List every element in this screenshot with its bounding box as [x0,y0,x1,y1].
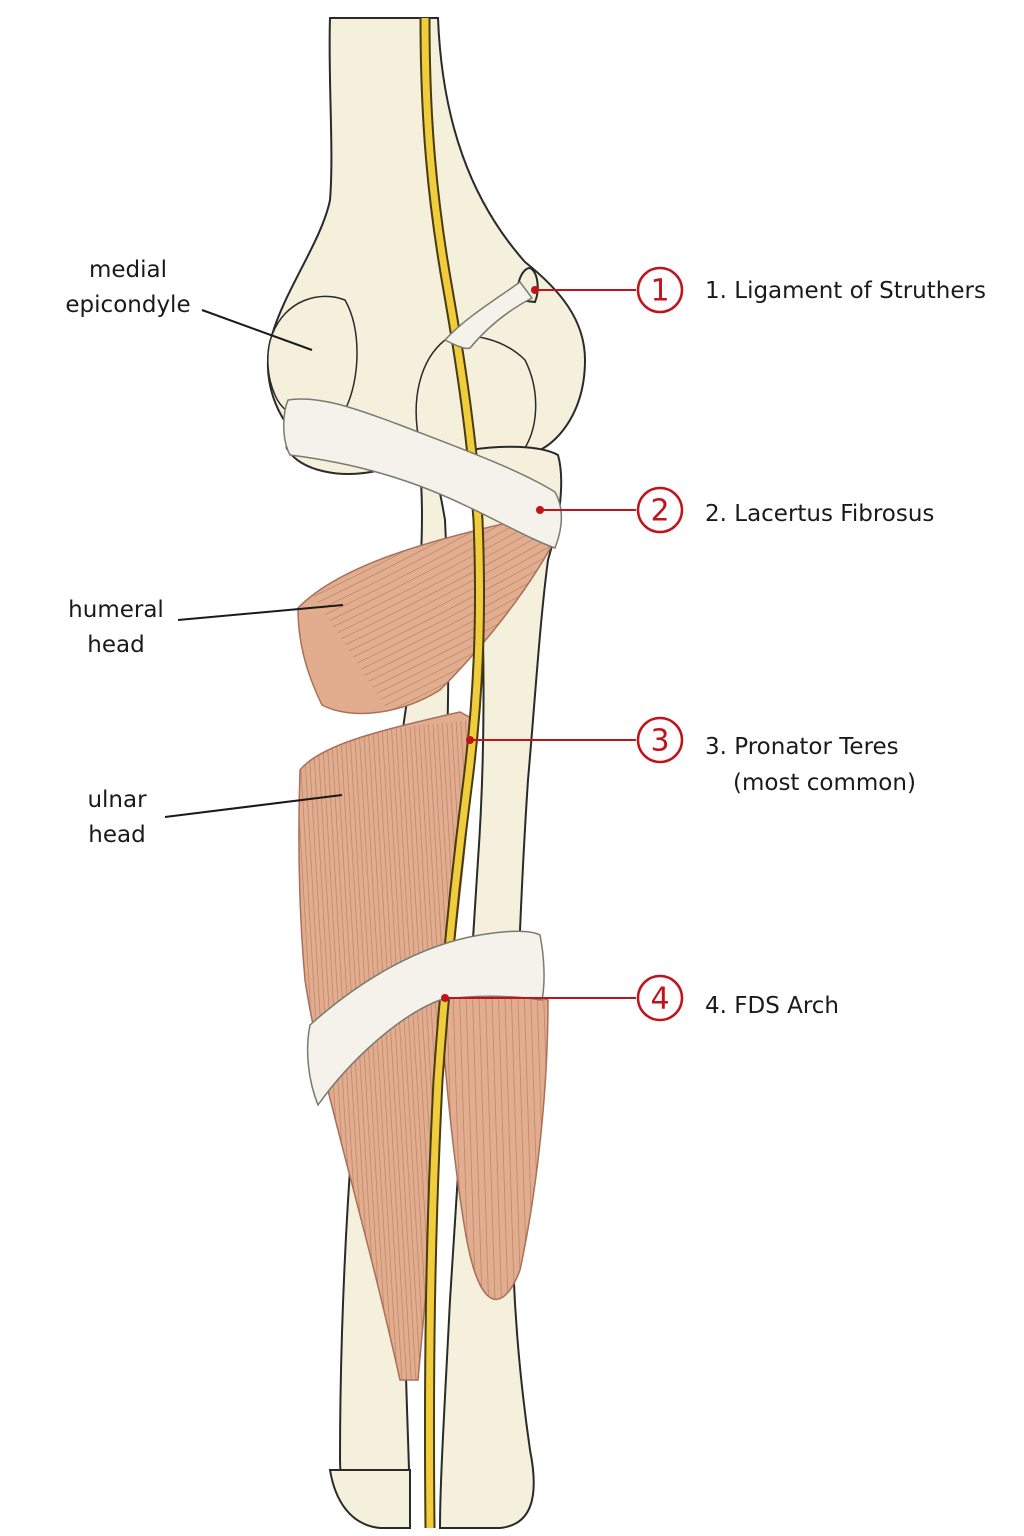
muscle-fiber [329,520,560,621]
humerus [266,17,587,466]
muscle-fiber [364,524,560,676]
ulna-head [328,1469,411,1529]
label-medial-epicondyle-line1: medial [89,257,167,283]
site-4: 4 4. FDS Arch [441,974,839,1022]
site-4-name: 4. FDS Arch [705,993,839,1019]
label-humeral-head: humeral head [68,597,344,658]
muscle-fiber [333,520,560,628]
site-3-dot [466,736,474,744]
site-4-number: 4 [650,982,669,1017]
muscle-fiber [344,520,560,646]
site-3-marker [636,716,684,764]
muscle-fiber [381,729,423,1380]
site-1-marker [636,266,684,314]
muscle-fiber [465,989,477,1300]
site-3-note: (most common) [733,770,916,796]
muscle-fiber [484,989,496,1300]
site-1-number: 1 [650,274,669,309]
site-3: 3 3. Pronator Teres (most common) [466,716,916,796]
site-2-name: 2. Lacertus Fibrosus [705,501,934,527]
label-ulnar-head: ulnar head [87,787,343,848]
muscle-fiber [356,520,560,664]
site-1-dot [531,286,539,294]
site-2-number: 2 [650,494,669,529]
site-3-name: 3. Pronator Teres [705,734,899,760]
muscle-fiber [504,989,516,1300]
muscle-fiber [478,989,490,1300]
leader-medial-epicondyle [201,309,313,351]
label-medial-epicondyle: medial epicondyle [65,257,313,351]
muscle-fiber [543,989,548,1300]
median-nerve [419,17,486,1529]
ulna [285,438,450,1529]
site-1-name: 1. Ligament of Struthers [705,278,986,304]
muscle-fiber [491,989,503,1300]
muscle-fiber [386,729,428,1380]
ligament-of-struthers [443,280,534,350]
muscle-fiber [360,520,560,670]
muscle-fiber [497,989,509,1300]
site-2: 2 2. Lacertus Fibrosus [536,486,934,534]
muscle-fiber [348,520,560,652]
leader-humeral-head [177,604,344,621]
site-2-marker [636,486,684,534]
fds-arch [306,930,545,1107]
label-ulnar-head-line2: head [88,822,145,848]
label-humeral-head-line1: humeral [68,597,164,623]
label-humeral-head-line2: head [87,632,144,658]
site-3-number: 3 [650,724,669,759]
muscle-fiber [352,520,560,658]
medial-epicondyle-bone [267,295,358,422]
muscle-fiber [377,730,419,1380]
leader-ulnar-head [164,794,343,818]
muscle-fiber [321,520,560,609]
site-4-marker [636,974,684,1022]
label-medial-epicondyle-line2: epicondyle [65,292,190,318]
muscle-fiber [510,989,522,1300]
site-4-dot [441,994,449,1002]
label-ulnar-head-line1: ulnar [87,787,147,813]
muscle-fiber [471,989,483,1300]
muscle-fiber [368,731,409,1380]
muscle-fiber [372,730,414,1380]
muscle-fiber [354,732,396,1380]
muscle-fiber [368,530,560,682]
lacertus-fibrosus [283,398,563,549]
site-2-dot [536,506,544,514]
site-1: 1 1. Ligament of Struthers [531,266,986,314]
muscle-fiber [550,990,560,1310]
muscle-fiber [363,731,405,1380]
muscle-fiber [358,732,400,1380]
muscle-fiber [325,520,560,615]
